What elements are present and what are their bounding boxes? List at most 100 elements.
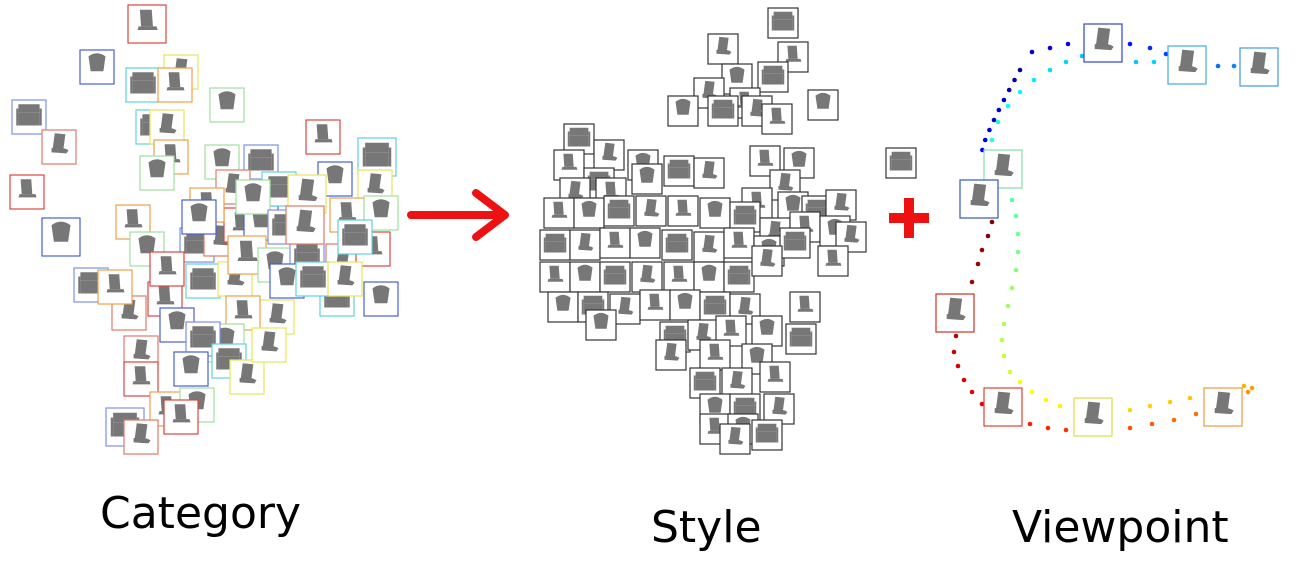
trajectory-dot bbox=[1013, 213, 1019, 219]
chair-thumbnail-icon bbox=[163, 399, 199, 435]
chair-thumbnail-icon bbox=[719, 423, 751, 455]
trajectory-dot bbox=[1015, 249, 1021, 255]
chair-thumbnail-icon bbox=[707, 95, 739, 127]
chair-thumbnail-icon bbox=[539, 229, 571, 261]
viewpoint-thumbnails bbox=[935, 23, 1279, 437]
trajectory-dot bbox=[1017, 379, 1023, 385]
chair-thumbnail-icon bbox=[757, 61, 789, 93]
trajectory-dot bbox=[999, 337, 1005, 343]
trajectory-dot bbox=[1127, 425, 1133, 431]
trajectory-dot bbox=[979, 401, 985, 407]
chair-thumbnail-icon bbox=[789, 291, 821, 323]
trajectory-dot bbox=[1009, 285, 1015, 291]
chair-thumbnail-icon bbox=[11, 99, 47, 135]
trajectory-dot bbox=[1057, 403, 1063, 409]
chair-thumbnail-icon bbox=[715, 315, 747, 347]
trajectory-dot bbox=[1171, 417, 1177, 423]
chair-thumbnail-icon bbox=[935, 293, 975, 333]
trajectory-dot bbox=[1027, 421, 1033, 427]
trajectory-dot bbox=[1009, 197, 1015, 203]
chair-thumbnail-icon bbox=[173, 351, 209, 387]
trajectory-dot bbox=[1001, 353, 1007, 359]
chair-thumbnail-icon bbox=[693, 157, 725, 189]
chair-thumbnail-icon bbox=[817, 245, 849, 277]
chair-thumbnail-icon bbox=[327, 261, 363, 297]
chair-thumbnail-icon bbox=[149, 109, 185, 145]
chair-thumbnail-icon bbox=[9, 174, 45, 210]
trajectory-dot bbox=[982, 137, 988, 143]
chair-thumbnail-icon bbox=[285, 205, 325, 245]
chair-thumbnail-icon bbox=[123, 419, 159, 455]
chair-thumbnail-icon bbox=[767, 7, 799, 39]
chair-thumbnail-icon bbox=[97, 269, 133, 305]
trajectory-dot bbox=[985, 233, 991, 239]
viewpoint-caption: Viewpoint bbox=[1012, 502, 1229, 553]
chair-thumbnail-icon bbox=[149, 251, 185, 287]
trajectory-dot bbox=[1015, 231, 1021, 237]
chair-thumbnail-icon bbox=[209, 87, 245, 123]
chair-thumbnail-icon bbox=[337, 219, 373, 255]
category-thumbnail-cluster bbox=[9, 4, 399, 455]
chair-thumbnail-icon bbox=[751, 245, 783, 277]
category-caption: Category bbox=[100, 488, 301, 539]
chair-thumbnail-icon bbox=[41, 129, 77, 165]
trajectory-dot bbox=[1241, 383, 1247, 389]
chair-thumbnail-icon bbox=[363, 281, 399, 317]
chair-thumbnail-icon bbox=[1239, 47, 1279, 87]
trajectory-dot bbox=[1147, 45, 1153, 51]
trajectory-dot bbox=[969, 279, 975, 285]
trajectory-dot bbox=[1127, 41, 1133, 47]
chair-thumbnail-icon bbox=[185, 263, 221, 299]
trajectory-dot bbox=[989, 137, 995, 143]
trajectory-dot bbox=[1249, 385, 1255, 391]
trajectory-dot bbox=[1079, 53, 1085, 59]
trajectory-dot bbox=[1167, 399, 1173, 405]
chair-thumbnail-icon bbox=[723, 227, 755, 259]
trajectory-dot bbox=[995, 119, 1001, 125]
chair-thumbnail-icon bbox=[563, 123, 595, 155]
chair-thumbnail-icon bbox=[235, 179, 271, 215]
trajectory-dot bbox=[1005, 103, 1011, 109]
trajectory-dot bbox=[1193, 411, 1199, 417]
trajectory-dot bbox=[1163, 51, 1169, 57]
chair-thumbnail-icon bbox=[127, 4, 167, 44]
chair-thumbnail-icon bbox=[547, 291, 579, 323]
trajectory-dot bbox=[961, 377, 967, 383]
chair-thumbnail-icon bbox=[305, 119, 341, 155]
chair-thumbnail-icon bbox=[663, 155, 695, 187]
trajectory-dot bbox=[1017, 67, 1023, 73]
trajectory-dot bbox=[1147, 403, 1153, 409]
chair-thumbnail-icon bbox=[139, 155, 175, 191]
chair-thumbnail-icon bbox=[631, 261, 663, 293]
trajectory-dot bbox=[1047, 45, 1053, 51]
chair-thumbnail-icon bbox=[707, 33, 739, 65]
chair-thumbnail-icon bbox=[123, 361, 159, 397]
trajectory-dot bbox=[1245, 389, 1251, 395]
chair-thumbnail-icon bbox=[785, 323, 817, 355]
trajectory-dot bbox=[1029, 389, 1035, 395]
chair-thumbnail-icon bbox=[807, 89, 839, 121]
trajectory-dot bbox=[1215, 63, 1221, 69]
trajectory-dot bbox=[969, 389, 975, 395]
chair-thumbnail-icon bbox=[751, 315, 783, 347]
trajectory-dot bbox=[1133, 59, 1139, 65]
chair-thumbnail-icon bbox=[835, 221, 867, 253]
trajectory-dot bbox=[1031, 77, 1037, 83]
trajectory-dot bbox=[1017, 89, 1023, 95]
chair-thumbnail-icon bbox=[569, 229, 601, 261]
chair-thumbnail-icon bbox=[41, 217, 81, 257]
trajectory-dot bbox=[1045, 425, 1051, 431]
chair-thumbnail-icon bbox=[669, 289, 701, 321]
chair-thumbnail-icon bbox=[295, 261, 331, 297]
chair-thumbnail-icon bbox=[721, 367, 753, 399]
chair-thumbnail-icon bbox=[761, 103, 793, 135]
chair-thumbnail-icon bbox=[663, 261, 695, 293]
right-arrow-icon bbox=[407, 189, 509, 241]
style-caption: Style bbox=[651, 502, 762, 553]
trajectory-dot bbox=[1187, 395, 1193, 401]
chair-thumbnail-icon bbox=[1073, 397, 1113, 437]
chair-thumbnail-icon bbox=[779, 227, 811, 259]
trajectory-dot bbox=[1231, 63, 1237, 69]
trajectory-dot bbox=[951, 349, 957, 355]
chair-thumbnail-icon bbox=[959, 179, 999, 219]
